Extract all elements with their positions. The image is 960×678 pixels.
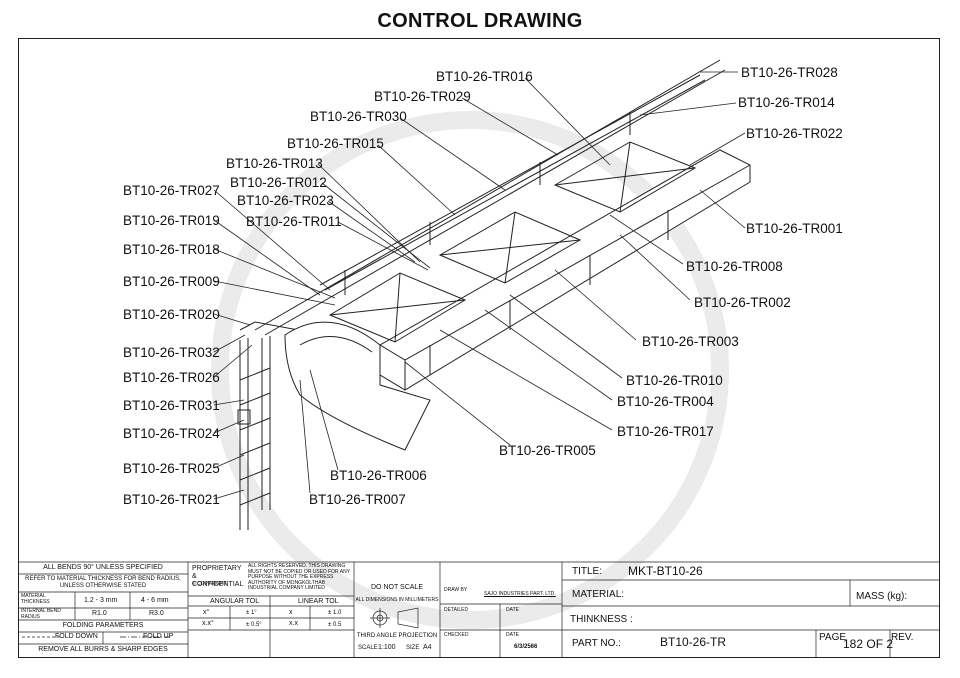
tb-refer: REFER TO MATERIAL THICKNESS FOR BEND RAD… xyxy=(25,576,181,589)
label-tr025: BT10-26-TR025 xyxy=(123,461,220,476)
tb-ang-xx: x.x° xyxy=(202,620,214,627)
label-tr026: BT10-26-TR026 xyxy=(123,370,220,385)
tb-part-no-value: BT10-26-TR xyxy=(660,635,727,649)
label-tr021: BT10-26-TR021 xyxy=(123,492,220,507)
tb-copyright: © COPYRIGHT xyxy=(192,581,227,587)
tb-size-label: SIZE xyxy=(406,645,420,651)
tb-material-label: MATERIAL: xyxy=(572,589,625,600)
label-tr018: BT10-26-TR018 xyxy=(123,242,220,257)
tb-date-value: 6/3/2566 xyxy=(514,644,538,650)
label-tr031: BT10-26-TR031 xyxy=(123,398,220,413)
watermark-logo xyxy=(211,111,729,629)
label-tr013: BT10-26-TR013 xyxy=(226,156,323,171)
tb-third-angle: THIRD ANGLE PROJECTION xyxy=(356,633,438,639)
label-tr027: BT10-26-TR027 xyxy=(123,183,220,198)
tb-do-not-scale: DO NOT SCALE xyxy=(371,584,423,591)
tb-scale-label: SCALE xyxy=(358,645,378,651)
tb-scale-value: 1:100 xyxy=(378,644,396,651)
tb-linear-tol: LINEAR TOL xyxy=(298,598,339,605)
label-tr005: BT10-26-TR005 xyxy=(499,443,596,458)
tb-rev-label: REV. xyxy=(891,632,914,643)
tb-title-value: MKT-BT10-26 xyxy=(628,564,703,578)
tb-drawn-by-value: SAJO INDUSTRIES PART. LTD. xyxy=(484,591,556,597)
label-tr015: BT10-26-TR015 xyxy=(287,136,384,151)
tb-thk1: 1.2 - 3 mm xyxy=(84,597,118,604)
label-tr028: BT10-26-TR028 xyxy=(741,65,838,80)
tb-fold-up: FOLD UP xyxy=(143,633,174,640)
label-tr014: BT10-26-TR014 xyxy=(738,95,835,110)
tb-lin-x: x xyxy=(289,609,293,616)
label-tr001: BT10-26-TR001 xyxy=(746,221,843,236)
label-tr006: BT10-26-TR006 xyxy=(330,468,427,483)
label-tr011: BT10-26-TR011 xyxy=(246,214,342,229)
label-tr032: BT10-26-TR032 xyxy=(123,345,220,360)
label-tr003: BT10-26-TR003 xyxy=(642,334,739,349)
label-tr024: BT10-26-TR024 xyxy=(123,426,220,441)
tb-page-label: PAGE xyxy=(819,632,847,643)
label-tr008: BT10-26-TR008 xyxy=(686,259,783,274)
tb-material-thickness: MATERIAL THICKNESS xyxy=(21,593,50,605)
tb-checked: CHECKED xyxy=(444,632,469,638)
label-tr017: BT10-26-TR017 xyxy=(617,424,714,439)
tb-fold-down: FOLD DOWN xyxy=(55,633,98,640)
tb-bends: ALL BENDS 90° UNLESS SPECIFIED xyxy=(43,564,163,571)
tb-lin-x-val: ± 1.0 xyxy=(328,610,342,616)
tb-lin-xx-val: ± 0.5 xyxy=(328,622,342,628)
tb-mass-label: MASS (kg): xyxy=(856,591,908,602)
tb-ang-x-val: ± 1° xyxy=(246,610,257,616)
tb-thickness-label: THINKNESS : xyxy=(570,614,633,625)
tb-thk2: 4 - 6 mm xyxy=(141,597,169,604)
tb-date2: DATE xyxy=(506,632,519,638)
tb-r2: R3.0 xyxy=(149,610,164,617)
label-tr029: BT10-26-TR029 xyxy=(374,89,471,104)
tb-proprietary: PROPRIETARY & CONFIDENTIAL xyxy=(192,565,244,588)
tb-page-value: 182 OF 2 xyxy=(843,637,894,651)
tb-remove-burrs: REMOVE ALL BURRS & SHARP EDGES xyxy=(38,646,168,653)
tb-part-no-label: PART NO.: xyxy=(572,638,621,649)
label-tr020: BT10-26-TR020 xyxy=(123,307,220,322)
label-tr012: BT10-26-TR012 xyxy=(230,175,327,190)
label-tr009: BT10-26-TR009 xyxy=(123,274,220,289)
label-tr004: BT10-26-TR004 xyxy=(617,394,714,409)
label-tr010: BT10-26-TR010 xyxy=(626,373,723,388)
label-tr022: BT10-26-TR022 xyxy=(746,126,843,141)
label-tr016: BT10-26-TR016 xyxy=(436,69,533,84)
tb-angular-tol: ANGULAR TOL xyxy=(210,598,260,605)
tb-title-label: TITLE: xyxy=(572,566,603,577)
tb-internal-bend-radius: INTERNAL BEND RADIUS xyxy=(21,608,61,620)
tb-ang-x: x° xyxy=(203,609,210,616)
tb-detailed: DETAILED xyxy=(444,607,469,613)
label-tr030: BT10-26-TR030 xyxy=(310,109,407,124)
label-tr002: BT10-26-TR002 xyxy=(694,295,791,310)
label-tr007: BT10-26-TR007 xyxy=(309,492,406,507)
tb-dims-mm: ALL DIMENSIONS IN MILLIMETERS xyxy=(355,597,439,603)
tb-lin-xx: x.x xyxy=(289,620,298,627)
label-tr019: BT10-26-TR019 xyxy=(123,213,220,228)
tb-rights: ALL RIGHTS RESERVED. THIS DRAWING MUST N… xyxy=(248,563,350,592)
tb-drawn-by: DRAW BY xyxy=(444,587,468,593)
drawing-title: CONTROL DRAWING xyxy=(377,10,583,32)
label-tr023: BT10-26-TR023 xyxy=(237,193,334,208)
tb-size-value: A4 xyxy=(423,644,432,651)
tb-ang-xx-val: ± 0.5° xyxy=(246,622,262,628)
tb-r1: R1.0 xyxy=(92,610,107,617)
drawing-frame xyxy=(18,38,940,658)
tb-date: DATE xyxy=(506,607,519,613)
tb-folding-parameters: FOLDING PARAMETERS xyxy=(62,622,144,629)
